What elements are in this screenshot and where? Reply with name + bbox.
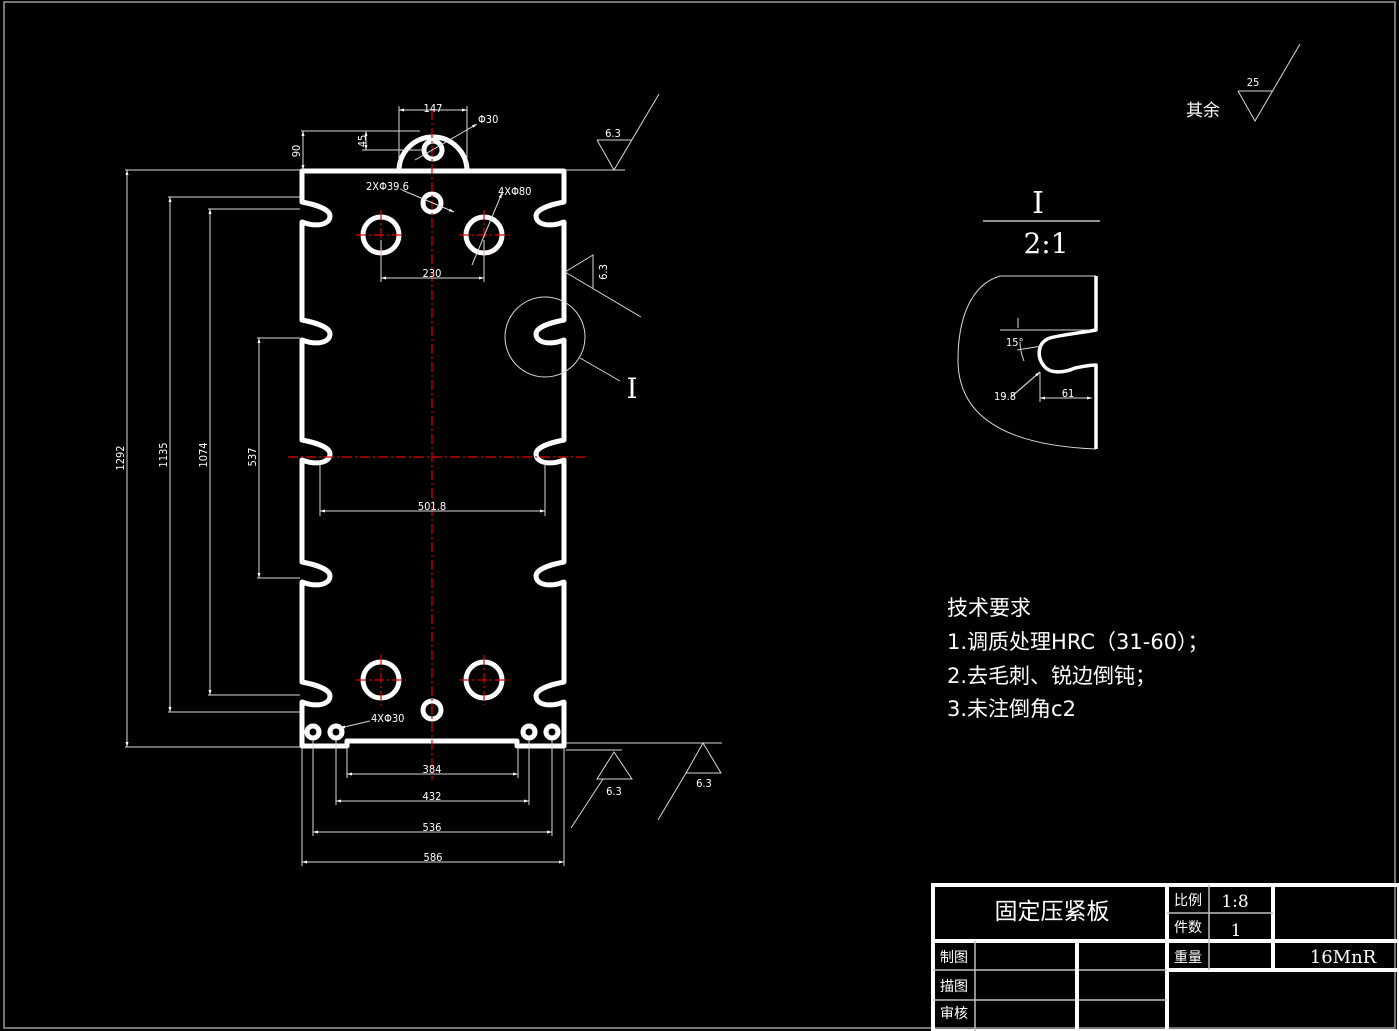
dim-large-holes: 4XΦ80 (498, 185, 531, 198)
dim-586: 586 (424, 851, 443, 864)
small-hole-top (420, 191, 444, 215)
bottom-hole (327, 723, 345, 741)
roughness-bottom-left-value: 6.3 (606, 785, 622, 798)
dim-1135: 1135 (157, 442, 170, 467)
dim-230: 230 (423, 267, 442, 280)
dim-bottom-holes: 4XΦ30 (371, 712, 404, 725)
checked-label: 审核 (940, 1006, 968, 1022)
tech-requirements-heading: 技术要求 (947, 596, 1031, 620)
bottom-hole (520, 723, 538, 741)
dim-1292: 1292 (114, 445, 127, 470)
bottom-hole (304, 723, 322, 741)
tech-requirement-item: 1.调质处理HRC（31-60）； (947, 630, 1209, 654)
dim-147: 147 (424, 102, 443, 115)
quantity-label: 件数 (1174, 920, 1202, 936)
bottom-hole (543, 723, 561, 741)
tech-requirement-item: 2.去毛刺、锐边倒钝； (947, 664, 1156, 688)
traced-label: 描图 (940, 979, 968, 995)
dimension-lines (125, 106, 565, 866)
dim-501-8: 501.8 (418, 500, 446, 513)
dim-small-holes: 2XΦ39.6 (366, 180, 409, 193)
dim-1074: 1074 (197, 442, 210, 467)
detail-callout-circle (504, 296, 586, 378)
roughness-top-value: 6.3 (605, 127, 621, 140)
dim-432: 432 (423, 790, 442, 803)
material-value: 16MnR (1310, 947, 1377, 968)
scale-label: 比例 (1174, 893, 1202, 909)
dim-537: 537 (246, 448, 259, 467)
quantity-value: 1 (1231, 921, 1242, 941)
detail-depth: 61 (1062, 387, 1075, 400)
drawn-label: 制图 (940, 950, 968, 966)
dim-384: 384 (423, 763, 442, 776)
dim-536: 536 (423, 821, 442, 834)
roughness-right-value: 6.3 (597, 264, 610, 280)
tech-requirements: 技术要求 1.调质处理HRC（31-60）； 2.去毛刺、锐边倒钝； 3.未注倒… (947, 596, 1209, 721)
roughness-general-label: 其余 (1186, 101, 1220, 121)
detail-angle: 15° (1006, 336, 1024, 349)
roughness-general-value: 25 (1247, 76, 1260, 89)
plate-outline (299, 134, 567, 749)
weight-label: 重量 (1174, 950, 1202, 966)
detail-label: I (1032, 186, 1044, 221)
detail-callout-label: I (626, 372, 637, 405)
dim-45: 45 (356, 135, 369, 148)
roughness-symbols: 6.3 6.3 I 6.3 6.3 25 其余 (504, 43, 1301, 829)
detail-view: I 2:1 15° 19.8 61 (957, 186, 1100, 450)
tech-requirement-item: 3.未注倒角c2 (947, 697, 1076, 721)
dimension-texts: 147 Φ30 45 90 2XΦ39.6 4XΦ80 230 501.8 12… (114, 102, 531, 864)
detail-scale: 2:1 (1023, 227, 1068, 260)
detail-radius: 19.8 (994, 390, 1016, 403)
dim-90: 90 (290, 145, 303, 158)
drawing-title: 固定压紧板 (995, 899, 1110, 925)
title-block: 固定压紧板 比例 1:8 件数 1 重量 16MnR 制图 描图 审核 (931, 883, 1399, 1031)
drawing-border (3, 1, 1396, 1029)
dim-lug-hole: Φ30 (478, 113, 498, 126)
roughness-bottom-right-value: 6.3 (696, 777, 712, 790)
scale-value: 1:8 (1221, 892, 1248, 912)
